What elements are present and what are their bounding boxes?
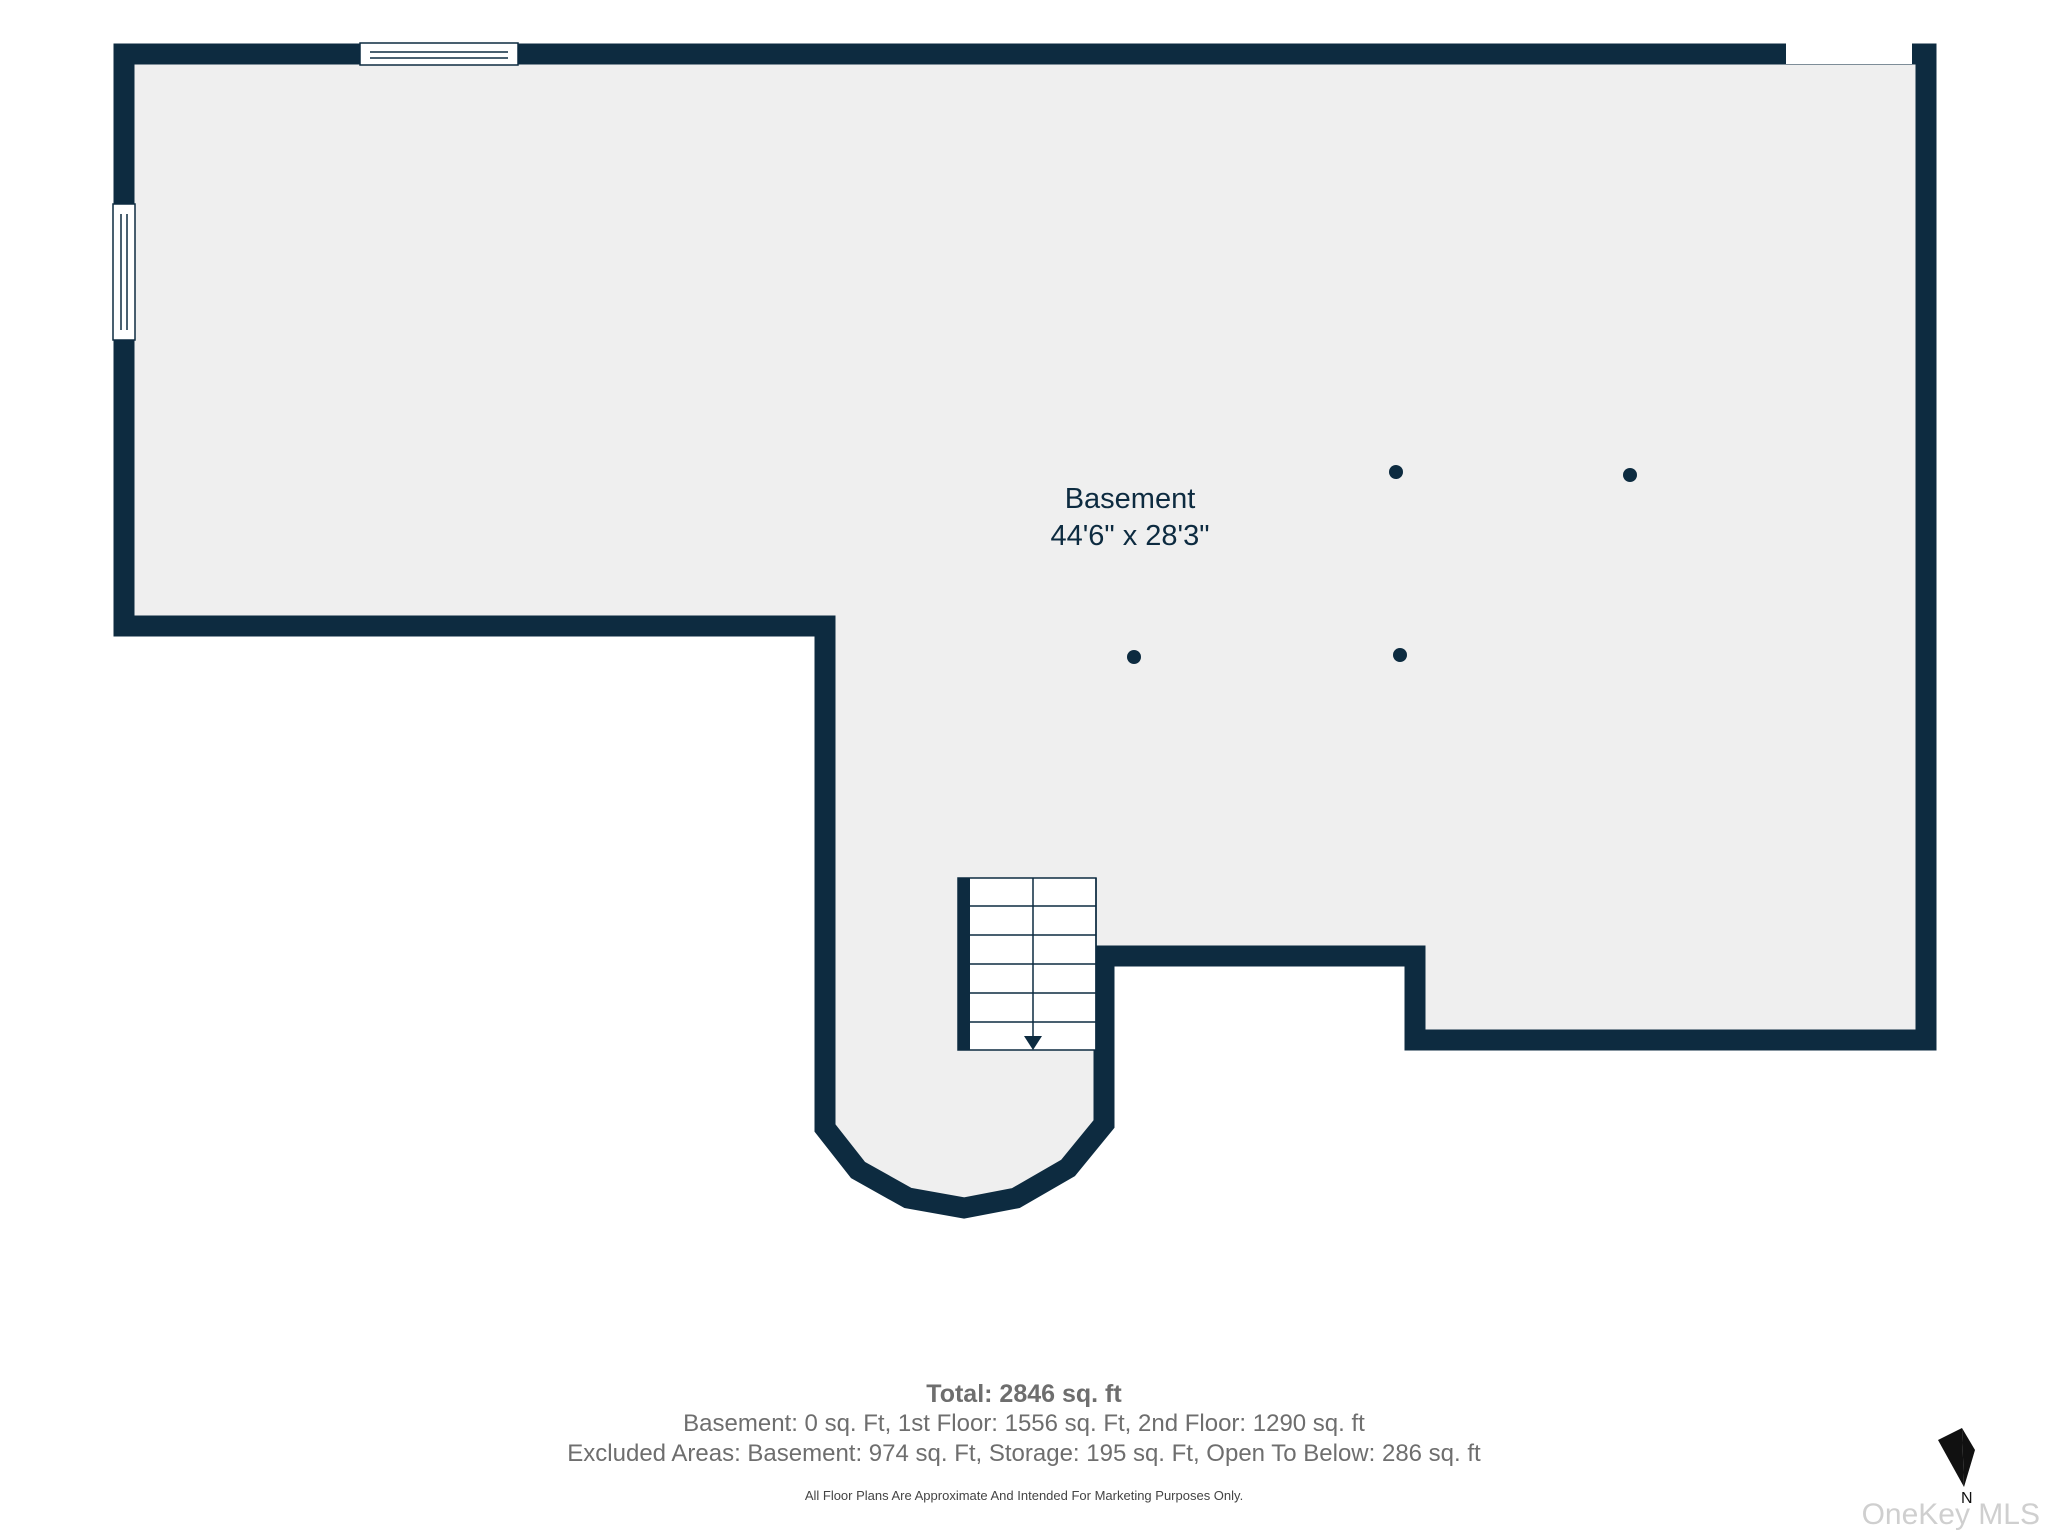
compass-north-label: N: [1961, 1490, 1973, 1507]
column-icon: [1623, 468, 1637, 482]
disclaimer: All Floor Plans Are Approximate And Inte…: [804, 1488, 1244, 1503]
floor-breakdown: Basement: 0 sq. Ft, 1st Floor: 1556 sq. …: [683, 1410, 1365, 1437]
compass-arrow-icon: [1962, 1428, 1975, 1487]
down-arrow-icon: [1024, 1036, 1042, 1050]
stairs-icon: [957, 877, 1097, 1051]
window-icon: [112, 203, 136, 341]
compass-arrow-icon: [1938, 1428, 1964, 1487]
column-icon: [1127, 650, 1141, 664]
wall-opening: [1786, 42, 1912, 64]
watermark: OneKey MLS: [1861, 1498, 2040, 1531]
basement-floor-area: [113, 43, 1937, 1219]
room-dimensions: 44'6" x 28'3": [1050, 520, 1210, 552]
excluded-areas: Excluded Areas: Basement: 974 sq. Ft, St…: [567, 1440, 1481, 1467]
room-name: Basement: [1064, 483, 1196, 515]
column-icon: [1393, 648, 1407, 662]
total-area: Total: 2846 sq. ft: [926, 1380, 1122, 1408]
column-icon: [1389, 465, 1403, 479]
window-icon: [359, 42, 519, 66]
